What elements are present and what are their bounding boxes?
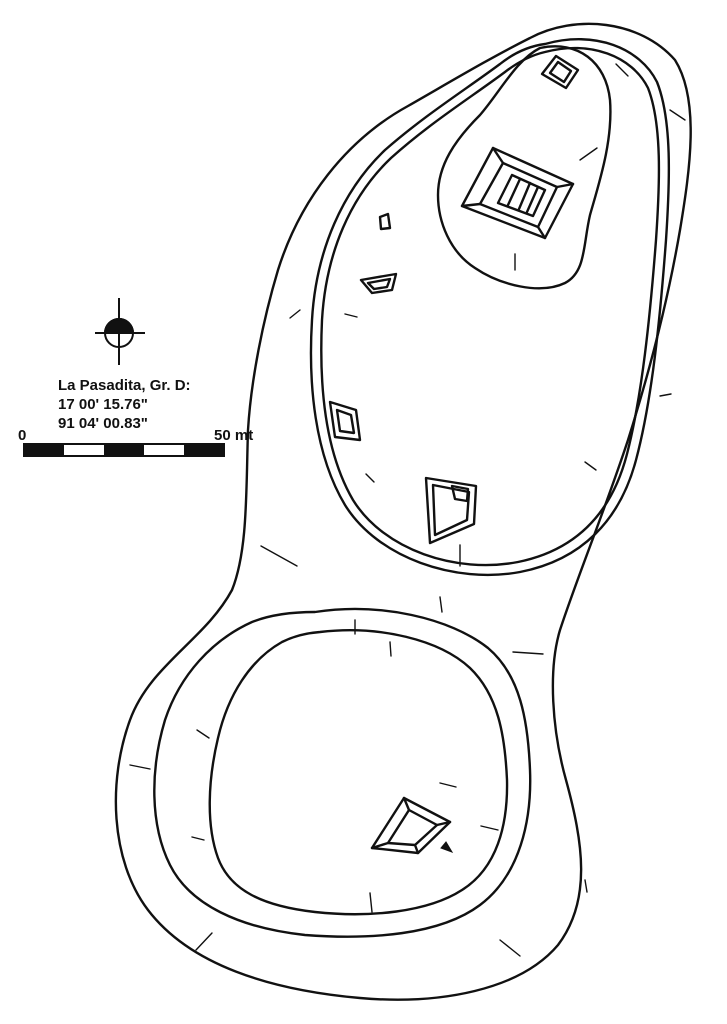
site-latitude: 17 00' 15.76" bbox=[58, 396, 148, 413]
summit-contour bbox=[436, 45, 612, 290]
south-knoll-contour-inner bbox=[208, 629, 509, 916]
north-plateau-contour-inner bbox=[320, 46, 661, 567]
north-tip-structure bbox=[540, 54, 580, 90]
west-structure bbox=[328, 400, 362, 442]
plaza-structure bbox=[424, 476, 478, 545]
south-knoll-contour-outer bbox=[153, 607, 532, 938]
triangular-structure bbox=[359, 272, 398, 295]
compass-crosshair-icon bbox=[95, 298, 145, 365]
site-longitude: 91 04' 00.83" bbox=[58, 415, 148, 432]
small-outline-structure bbox=[378, 212, 392, 231]
summit-pyramid bbox=[460, 146, 575, 240]
scale-start-label: 0 bbox=[18, 427, 27, 444]
site-name: La Pasadita, Gr. D: bbox=[58, 377, 191, 394]
outer-contour bbox=[114, 22, 692, 1001]
scale-bar bbox=[23, 443, 225, 457]
site-legend: La Pasadita, Gr. D: 17 00' 15.76" 91 04'… bbox=[58, 376, 191, 433]
benchmark-triangle-icon bbox=[440, 841, 454, 853]
south-pyramid bbox=[370, 796, 452, 855]
slope-arrows bbox=[129, 63, 686, 957]
north-plateau-contour-outer bbox=[309, 38, 671, 576]
scale-end-label: 50 mt bbox=[214, 427, 254, 444]
